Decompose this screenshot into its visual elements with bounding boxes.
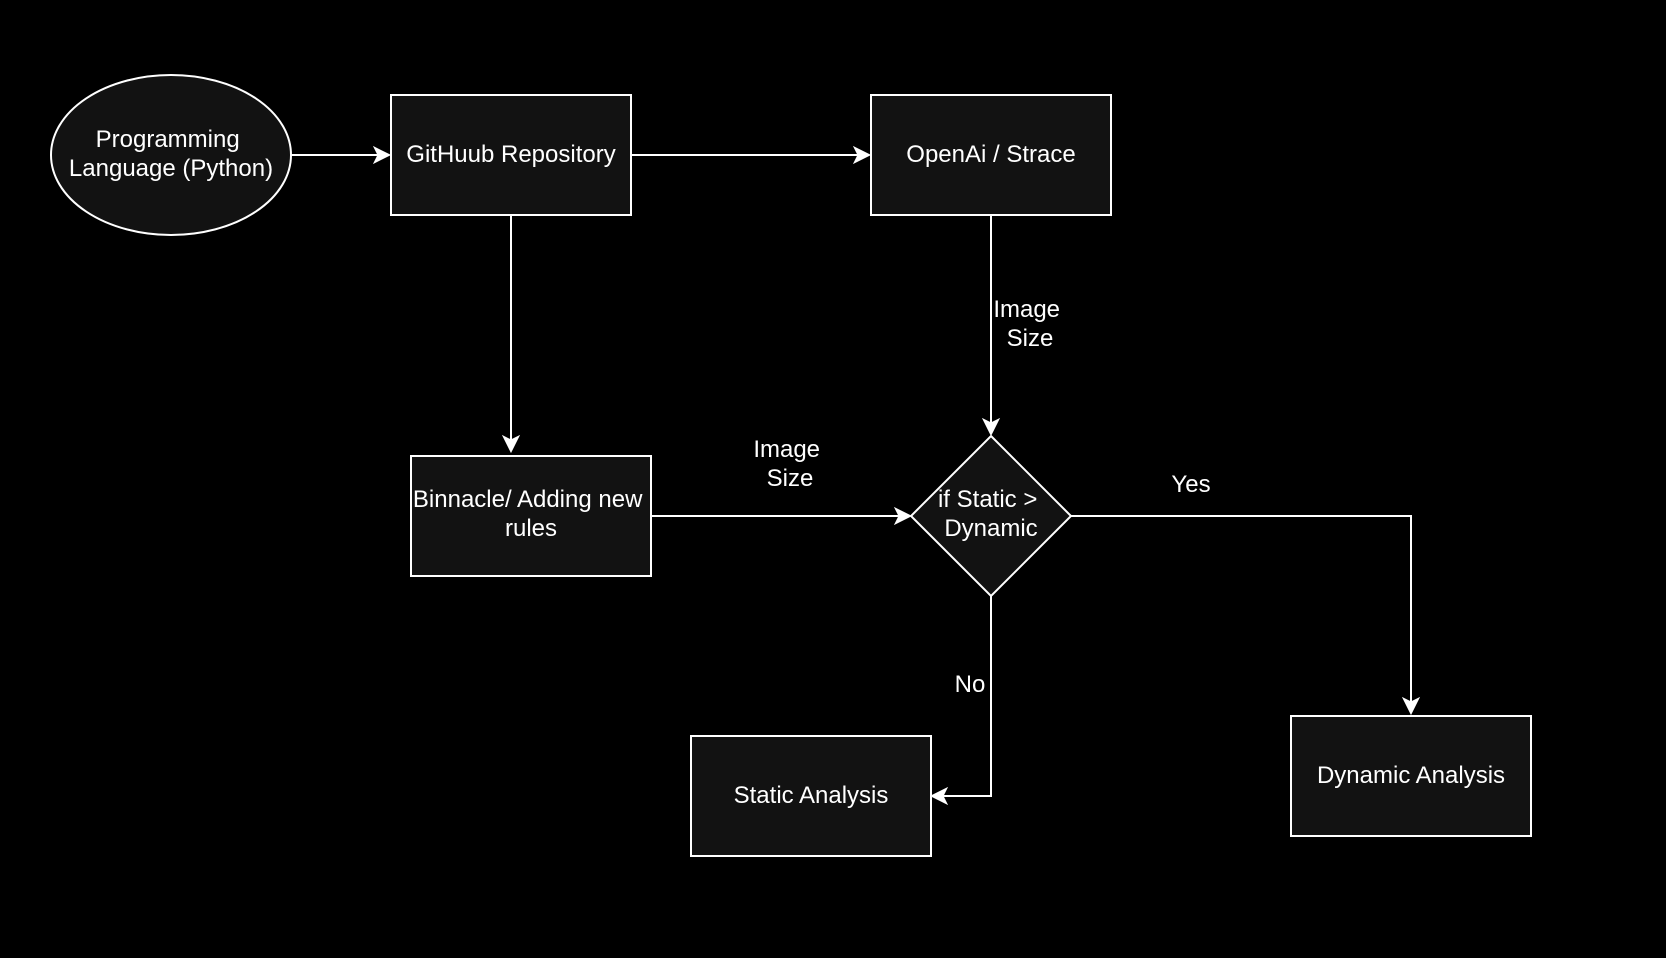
arrow-head xyxy=(501,434,521,454)
edge-label-line: Size xyxy=(767,465,814,492)
node-label: Programming Language (Python) xyxy=(69,126,273,182)
node-label: Static Analysis xyxy=(734,782,889,809)
rectangle-shape xyxy=(1290,715,1532,837)
edge-label-line: Size xyxy=(1007,325,1054,352)
edge-binnacle-to-decision: Image Size xyxy=(651,436,913,526)
edge-label-line: Image xyxy=(993,296,1060,323)
node-label-line: Language (Python) xyxy=(69,155,273,182)
arrow-head xyxy=(981,417,1001,437)
node-label: if Static > Dynamic xyxy=(938,486,1044,542)
node-label: GitHuub Repository xyxy=(406,141,615,168)
node-label-line: rules xyxy=(505,515,557,542)
edge-github-to-binnacle xyxy=(501,215,521,454)
node-label-line: Binnacle/ Adding new xyxy=(413,486,643,513)
edge-decision-to-static: No xyxy=(929,596,992,806)
node-label-line: Programming xyxy=(96,126,240,153)
node-programming-language: Programming Language (Python) xyxy=(50,74,292,236)
node-label-line: Dynamic xyxy=(944,515,1037,542)
node-label-line: Dynamic Analysis xyxy=(1317,762,1505,789)
node-static-analysis: Static Analysis xyxy=(690,735,932,857)
edge-label-binnacle-to-decision: Image Size xyxy=(753,436,826,492)
arrow-head xyxy=(893,506,913,526)
arrow-head xyxy=(1401,696,1421,716)
node-label: OpenAi / Strace xyxy=(906,141,1075,168)
edge-label-no: No xyxy=(955,671,986,698)
rectangle-shape xyxy=(690,735,932,857)
edge-openai-to-decision: Image Size xyxy=(981,215,1066,437)
node-binnacle: Binnacle/ Adding new rules xyxy=(410,455,652,577)
edge-label-line: Yes xyxy=(1171,471,1210,498)
node-label-line: if Static > xyxy=(938,486,1037,513)
edge-label-yes: Yes xyxy=(1171,471,1210,498)
node-openai-strace: OpenAi / Strace xyxy=(870,94,1112,216)
edge-label-line: Image xyxy=(753,436,820,463)
node-github-repository: GitHuub Repository xyxy=(390,94,632,216)
node-label-line: OpenAi / Strace xyxy=(906,141,1075,168)
edge-github-to-openai xyxy=(631,145,872,165)
node-dynamic-analysis: Dynamic Analysis xyxy=(1290,715,1532,837)
node-label: Dynamic Analysis xyxy=(1317,762,1505,789)
edge-label-openai-to-decision: Image Size xyxy=(993,296,1066,352)
node-decision: if Static > Dynamic xyxy=(909,434,1073,598)
edge-decision-to-dynamic: Yes xyxy=(1071,471,1421,716)
edge-language-to-github xyxy=(291,145,392,165)
rectangle-shape xyxy=(390,94,632,216)
edge-label-line: No xyxy=(955,671,986,698)
node-label-line: Static Analysis xyxy=(734,782,889,809)
arrow-head xyxy=(372,145,392,165)
diamond-shape xyxy=(909,434,1073,598)
ellipse-shape xyxy=(50,74,292,236)
arrow-head xyxy=(852,145,872,165)
node-label: Binnacle/ Adding new rules xyxy=(413,486,649,542)
arrow-head xyxy=(929,786,949,806)
rectangle-shape xyxy=(870,94,1112,216)
rectangle-shape xyxy=(410,455,652,577)
node-label-line: GitHuub Repository xyxy=(406,141,615,168)
